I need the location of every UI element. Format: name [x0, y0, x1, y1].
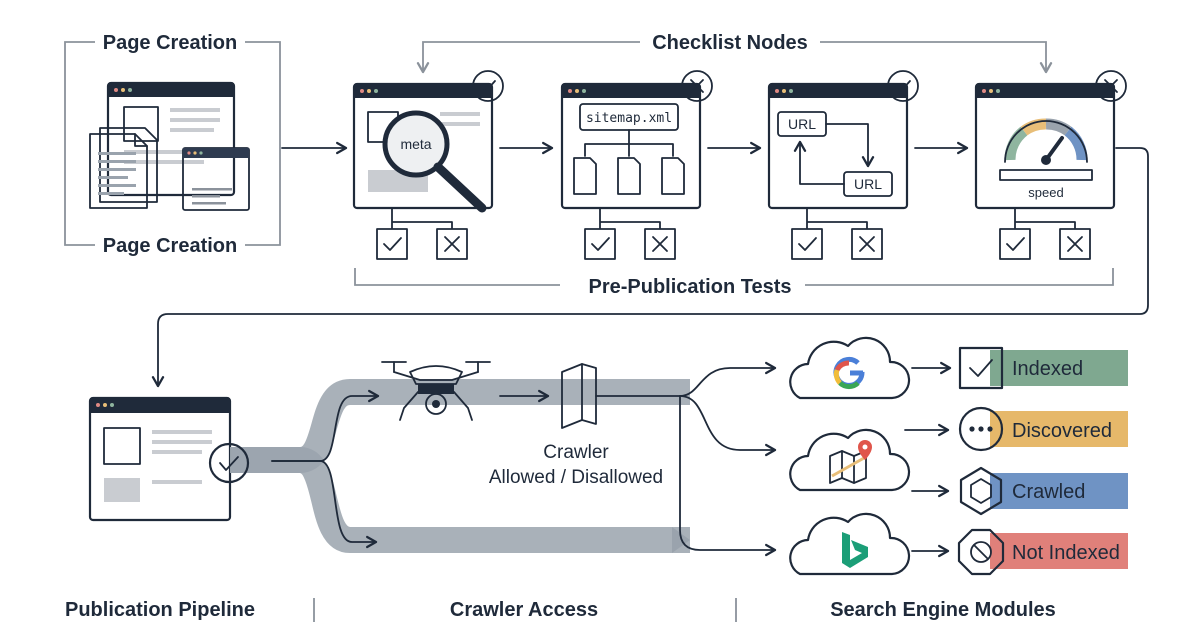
- pre-pub-bracket-left: [354, 268, 560, 286]
- arrow-to-publication: [151, 147, 1149, 388]
- status-discovered-label: Discovered: [1012, 420, 1112, 442]
- status-indexed-label: Indexed: [1012, 358, 1083, 380]
- crawler-label-line1: Crawler: [543, 442, 609, 463]
- maps-logo-icon: [829, 440, 872, 484]
- footer-crawler-label: Crawler Access: [450, 599, 598, 621]
- checklist-nodes-group: Checklist Nodes: [416, 32, 1053, 74]
- code-editor-icon: </>: [182, 147, 250, 211]
- meta-test-node: meta: [352, 70, 504, 260]
- speed-pass-box: [999, 228, 1031, 260]
- x-icon: [652, 236, 668, 252]
- checklist-arrow-left: [416, 41, 640, 74]
- check-icon: [798, 237, 817, 251]
- checklist-nodes-label: Checklist Nodes: [652, 32, 808, 54]
- bing-cloud-node: [789, 512, 911, 576]
- page-creation-bracket-right: [245, 41, 281, 246]
- page-creation-group: Page Creation Page Creation: [64, 32, 281, 257]
- google-logo-icon: [833, 356, 865, 390]
- footer-section-labels: Publication Pipeline Crawler Access Sear…: [65, 598, 1056, 622]
- status-indexed: Indexed: [958, 346, 1128, 390]
- redirect-fail-box: [851, 228, 883, 260]
- crawler-drone-icon: [381, 361, 491, 421]
- file-icon: [573, 157, 597, 195]
- pre-pub-bracket-right: [805, 268, 1114, 286]
- maps-cloud-node: [789, 428, 911, 492]
- code-glyph: </>: [193, 169, 215, 183]
- pre-publication-tests-group: Pre-Publication Tests: [354, 268, 1114, 298]
- speedometer-icon: [1004, 118, 1088, 165]
- magnifier-icon: meta: [382, 110, 487, 213]
- x-icon: [444, 236, 460, 252]
- status-not-indexed-label: Not Indexed: [1012, 542, 1120, 564]
- x-icon: [859, 236, 875, 252]
- speed-fail-box: [1059, 228, 1091, 260]
- publication-pass-badge: [208, 442, 250, 484]
- status-crawled: Crawled: [959, 466, 1128, 516]
- redirect-pass-badge: [887, 70, 919, 102]
- published-page-node: [88, 396, 232, 522]
- forbidden-icon: [970, 541, 992, 563]
- bing-logo-icon: [842, 532, 868, 568]
- speed-label: speed: [1028, 185, 1063, 200]
- x-icon: [1067, 236, 1083, 252]
- check-icon: [895, 80, 911, 92]
- speed-bar: [999, 169, 1093, 181]
- google-cloud-node: [789, 336, 911, 400]
- document-stack-icon: [89, 127, 158, 209]
- page-creation-label-top: Page Creation: [103, 32, 237, 54]
- meta-label: meta: [400, 136, 431, 152]
- sitemap-test-node: sitemap.xml: [560, 70, 713, 260]
- url-target-label: URL: [854, 176, 882, 192]
- robots-gate-icon: [561, 363, 681, 429]
- dots-icon: [969, 426, 975, 432]
- meta-outcome-branch: [391, 207, 453, 229]
- check-icon: [591, 237, 610, 251]
- search-engine-branches: [679, 361, 777, 557]
- checklist-arrow-right: [820, 41, 1053, 74]
- pre-publication-tests-label: Pre-Publication Tests: [588, 276, 791, 298]
- page-creation-bracket-left: [64, 41, 95, 246]
- hexagon-icon: [970, 478, 992, 504]
- check-icon: [480, 80, 496, 92]
- status-crawled-label: Crawled: [1012, 481, 1085, 503]
- check-icon: [969, 359, 993, 377]
- meta-fail-box: [436, 228, 468, 260]
- file-icon: [661, 157, 685, 195]
- status-not-indexed: Not Indexed: [957, 528, 1128, 576]
- check-icon: [219, 456, 239, 471]
- sitemap-fail-badge: [681, 70, 713, 102]
- footer-search-label: Search Engine Modules: [830, 599, 1056, 621]
- x-icon: [1104, 79, 1118, 93]
- sitemap-label: sitemap.xml: [586, 111, 672, 126]
- meta-pass-box: [376, 228, 408, 260]
- check-icon: [383, 237, 402, 251]
- sitemap-fail-box: [644, 228, 676, 260]
- footer-publication-label: Publication Pipeline: [65, 599, 255, 621]
- file-icon: [617, 157, 641, 195]
- sitemap-pass-box: [584, 228, 616, 260]
- speed-test-node: speed: [974, 70, 1127, 260]
- crawler-label-line2: Allowed / Disallowed: [489, 467, 663, 488]
- page-creation-label-bottom: Page Creation: [103, 235, 237, 257]
- meta-pass-badge: [472, 70, 504, 102]
- x-icon: [690, 79, 704, 93]
- status-discovered: Discovered: [958, 406, 1128, 452]
- speed-fail-badge: [1095, 70, 1127, 102]
- url-source-label: URL: [788, 116, 816, 132]
- check-icon: [1006, 237, 1025, 251]
- redirect-pass-box: [791, 228, 823, 260]
- redirect-test-node: URL URL: [767, 70, 919, 260]
